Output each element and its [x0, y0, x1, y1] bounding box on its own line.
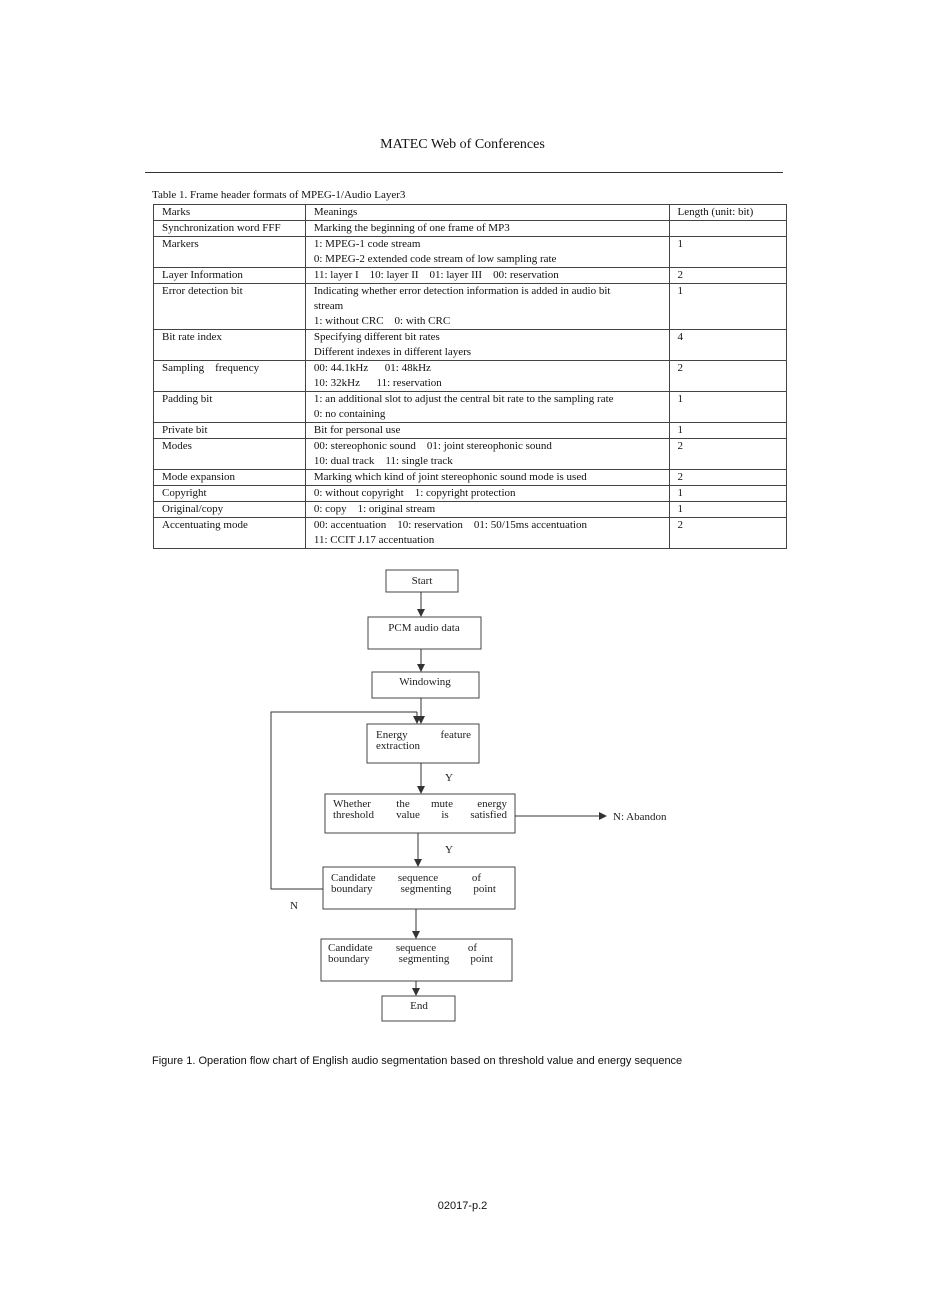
candidate1-word-5: segmenting	[401, 883, 452, 895]
figure-caption: Figure 1. Operation flow chart of Englis…	[152, 1055, 683, 1067]
cell-meaning: 1: an additional slot to adjust the cent…	[304, 391, 670, 423]
pcm-box	[367, 616, 482, 650]
meaning-line: Marking which kind of joint stereophonic…	[313, 471, 587, 483]
meaning-line: 1: MPEG-1 code stream	[313, 238, 421, 250]
energy-word-2: feature	[440, 729, 471, 741]
table-row: Accentuating mode 00: accentuation 10: re…	[153, 517, 788, 549]
header-divider	[145, 172, 783, 173]
meaning-line: Indicating whether error detection infor…	[313, 285, 611, 297]
meaning-line: Bit for personal use	[313, 424, 401, 436]
meaning-line: 00: stereophonic sound 01: joint stereop…	[313, 440, 552, 452]
no-loop-label: N	[290, 900, 298, 912]
meaning-line: 11: CCIT J.17 accentuation	[313, 534, 435, 546]
page-number: 02017-p.2	[437, 1200, 488, 1212]
decision-word-1: Whether	[333, 798, 371, 810]
candidate1-word-1: Candidate	[331, 872, 376, 884]
frame-header-table: Marks Meanings Length (unit: bit) Synchr…	[153, 204, 788, 549]
cell-length: 1	[668, 391, 788, 423]
decision-word-8: satisfied	[470, 809, 507, 821]
candidate2-word-6: point	[470, 953, 493, 965]
table-row: Layer Information 11: layer I 10: layer I…	[153, 267, 788, 284]
meaning-line: 10: dual track 11: single track	[313, 455, 453, 467]
pcm-label: PCM audio data	[388, 622, 460, 634]
candidate-box-1	[322, 866, 516, 910]
cell-mark: Accentuating mode	[153, 517, 306, 549]
journal-header: MATEC Web of Conferences	[380, 137, 545, 152]
end-box	[381, 995, 456, 1022]
cell-meaning: Indicating whether error detection infor…	[304, 283, 670, 330]
meaning-line: stream	[313, 300, 344, 312]
table-row: Markers 1: MPEG-1 code stream 0: MPEG-2 ex…	[153, 236, 788, 268]
meaning-line: 1: without CRC 0: with CRC	[313, 315, 451, 327]
cell-length: 1	[668, 283, 788, 330]
decision-word-5: threshold	[333, 809, 374, 821]
candidate1-word-6: point	[473, 883, 496, 895]
yes-label-1: Y	[445, 772, 453, 784]
cell-mark: Layer Information	[153, 267, 306, 284]
candidate2-word-2: sequence	[396, 942, 436, 954]
meaning-line: Marking the beginning of one frame of MP…	[313, 222, 510, 234]
decision-word-4: energy	[477, 798, 507, 810]
candidate2-word-4: boundary	[328, 953, 370, 965]
cell-mark: Sampling frequency	[153, 360, 306, 392]
table-row: Modes 00: stereophonic sound 01: joint st…	[153, 438, 788, 470]
windowing-box	[371, 671, 480, 699]
cell-length: 4	[668, 329, 788, 361]
energy-word-1: Energy	[376, 729, 408, 741]
meaning-line: Specifying different bit rates	[313, 331, 440, 343]
meaning-line: 0: without copyright 1: copyright protec…	[313, 487, 516, 499]
table-caption: Table 1. Frame header formats of MPEG-1/…	[152, 189, 406, 201]
meaning-line: 0: copy 1: original stream	[313, 503, 436, 515]
cell-meaning: 0: copy 1: original stream	[304, 501, 670, 518]
meaning-line: 00: accentuation 10: reservation 01: 50/…	[313, 519, 587, 531]
table-row: Synchronization word FFF Marking the begi…	[153, 220, 788, 237]
loop-back-line	[270, 711, 417, 890]
cell-meaning: 00: accentuation 10: reservation 01: 50/…	[304, 517, 670, 549]
meaning-line: 11: layer I 10: layer II 01: layer III 0…	[313, 269, 559, 281]
energy-word-3: extraction	[376, 740, 420, 752]
cell-length: 2	[668, 517, 788, 549]
candidate1-word-4: boundary	[331, 883, 373, 895]
cell-mark: Bit rate index	[153, 329, 306, 361]
end-label: End	[410, 1000, 428, 1012]
start-box	[385, 569, 459, 593]
meaning-line: 0: MPEG-2 extended code stream of low sa…	[313, 253, 557, 265]
decision-word-3: mute	[431, 798, 453, 810]
table-body: Synchronization word FFF Marking the begi…	[153, 220, 788, 549]
yes-label-2: Y	[445, 844, 453, 856]
meaning-line: 00: 44.1kHz 01: 48kHz	[313, 362, 431, 374]
decision-word-7: is	[441, 809, 448, 821]
candidate2-word-3: of	[468, 942, 478, 954]
candidate2-word-1: Candidate	[328, 942, 373, 954]
decision-box	[324, 793, 516, 834]
cell-meaning: 00: 44.1kHz 01: 48kHz 10: 32kHz 11: reser…	[304, 360, 670, 392]
no-abandon-label: N: Abandon	[613, 811, 667, 823]
candidate1-word-3: of	[472, 872, 482, 884]
meaning-line: Different indexes in different layers	[313, 346, 472, 358]
candidate1-word-2: sequence	[398, 872, 438, 884]
cell-mark: Modes	[153, 438, 306, 470]
cell-length: 2	[668, 438, 788, 470]
meaning-line: 1: an additional slot to adjust the cent…	[313, 393, 614, 405]
meaning-line: 10: 32kHz 11: reservation	[313, 377, 442, 389]
decision-word-6: value	[396, 809, 420, 821]
meaning-line: 0: no containing	[313, 408, 386, 420]
windowing-label: Windowing	[399, 676, 451, 688]
energy-box	[366, 723, 480, 764]
cell-mark: Markers	[153, 236, 306, 268]
cell-meaning: 1: MPEG-1 code stream 0: MPEG-2 extended …	[304, 236, 670, 268]
candidate2-word-5: segmenting	[399, 953, 450, 965]
start-label: Start	[412, 575, 433, 587]
cell-meaning: Bit for personal use	[304, 422, 670, 439]
cell-mark: Synchronization word FFF	[153, 220, 306, 237]
decision-word-2: the	[396, 798, 410, 810]
